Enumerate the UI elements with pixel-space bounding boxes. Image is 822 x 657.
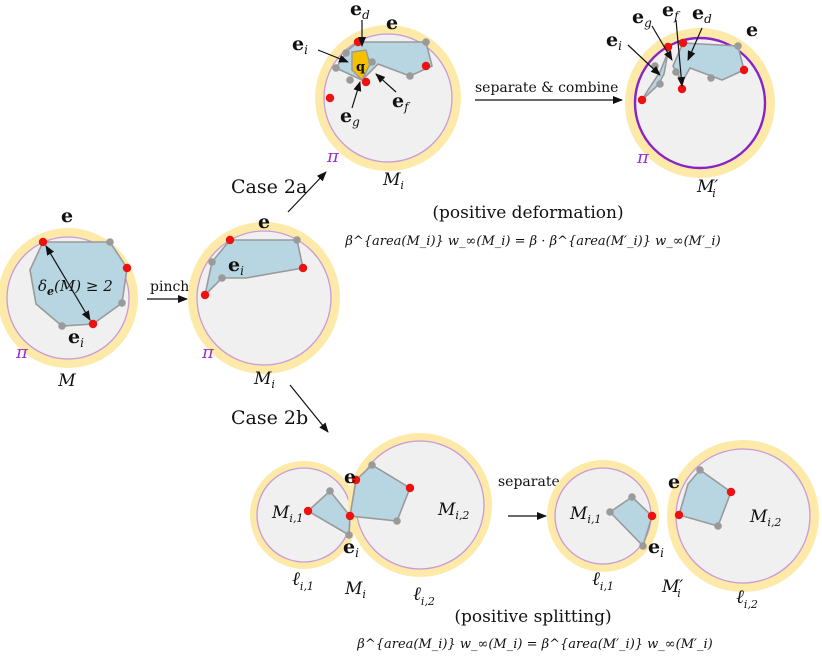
label-ed: ed	[350, 0, 370, 22]
gray-vertex	[368, 58, 376, 66]
red-vertex	[677, 84, 687, 94]
red-vertex	[353, 37, 363, 47]
disk-Mi1-prime	[547, 460, 659, 572]
label-e-prime: e	[746, 19, 758, 41]
label-q: q	[356, 60, 365, 75]
label-ell-i1: ℓi,1	[292, 568, 314, 593]
label-ell-i2: ℓi,2	[413, 583, 435, 608]
label-ell-i1-prime: ℓi,1	[592, 568, 614, 593]
label-Mi-prime-2b: M′i	[661, 577, 683, 600]
q-region	[351, 49, 371, 82]
pinch-label: pinch	[150, 279, 189, 295]
case-2b-arrow	[289, 384, 329, 433]
gray-vertex	[656, 80, 664, 88]
red-vertex	[38, 237, 48, 247]
red-vertex	[298, 263, 308, 273]
gray-vertex	[734, 42, 742, 50]
positive-deformation-label: (positive deformation)	[432, 203, 623, 223]
label-Mi1-prime: Mi,1	[569, 504, 601, 526]
label-Mi-2b: Mi	[344, 579, 366, 601]
pi-label-case2a: π	[326, 146, 340, 167]
label-eg: eg	[340, 105, 360, 129]
gray-vertex	[406, 72, 414, 80]
gray-vertex	[651, 62, 659, 70]
disk-Mi	[188, 222, 340, 374]
separate-combine-label: separate & combine	[475, 80, 618, 96]
red-vertex	[122, 263, 132, 273]
case-2a-arrow	[287, 171, 327, 213]
gray-vertex	[672, 68, 680, 76]
label-ei-case2a: ei	[292, 33, 308, 57]
red-vertex	[361, 77, 371, 87]
red-vertex	[678, 38, 688, 48]
gray-vertex	[422, 38, 430, 46]
label-Mi2: Mi,2	[437, 500, 469, 522]
pi-label-Mi: π	[201, 342, 215, 363]
red-vertex	[200, 290, 210, 300]
case-2b-label: Case 2b	[231, 407, 308, 429]
gray-vertex	[218, 274, 226, 282]
label-ef: ef	[392, 90, 411, 114]
label-e-Mi: e	[258, 211, 270, 233]
red-vertex	[421, 61, 431, 71]
label-ef-prime: ef	[662, 0, 681, 23]
label-ei-2b: ei	[343, 536, 359, 560]
pi-label-M: π	[15, 342, 29, 363]
separate-label: separate	[498, 474, 560, 490]
disk-Mi-prime-case2a	[625, 19, 775, 178]
label-Mi: Mi	[253, 369, 275, 391]
gray-vertex	[346, 76, 354, 84]
label-e-M: e	[61, 205, 73, 227]
case-2a-label: Case 2a	[231, 176, 307, 198]
label-Mi1: Mi,1	[271, 503, 303, 525]
gray-vertex	[332, 64, 340, 72]
gray-vertex	[707, 74, 715, 82]
label-Mi-prime: M′i	[696, 177, 718, 200]
label-ei-M: ei	[68, 326, 84, 350]
delta-label: δe(M) ≥ 2	[38, 277, 113, 298]
pi-label-prime: π	[636, 147, 650, 168]
label-ei-2b-prime: ei	[648, 536, 664, 560]
red-vertex	[637, 95, 647, 105]
formula-splitting: β^{area(M_i)} w_∞(M_i) = β^{area(M′_i)} …	[356, 637, 712, 652]
red-vertex	[225, 235, 235, 245]
label-e-2b-prime: e	[668, 471, 680, 493]
gray-vertex	[118, 299, 126, 307]
label-ei-Mi: ei	[228, 254, 244, 278]
red-vertex	[663, 42, 673, 52]
label-eg-prime: eg	[632, 6, 652, 30]
polygon-Mi2-prime	[678, 468, 732, 527]
label-ei-prime: ei	[606, 29, 622, 53]
formula-deformation: β^{area(M_i)} w_∞(M_i) = β · β^{area(M′_…	[344, 234, 720, 249]
gray-vertex	[293, 236, 301, 244]
label-e-2b: e	[344, 466, 356, 488]
label-ell-i2-prime: ℓi,2	[736, 586, 758, 611]
disk-Mi-case2a	[315, 20, 461, 171]
red-vertex	[325, 93, 335, 103]
gray-vertex	[58, 322, 66, 330]
label-Mi2-prime: Mi,2	[749, 507, 781, 529]
gray-vertex	[106, 238, 114, 246]
polygon-Mi2	[349, 464, 411, 522]
polygon-Mi	[203, 239, 304, 298]
red-vertex	[739, 65, 749, 75]
gray-vertex	[342, 49, 350, 57]
gray-vertex	[208, 258, 216, 266]
label-M: M	[57, 371, 76, 391]
label-e-case2a: e	[386, 12, 398, 34]
label-Mi-case2a: Mi	[382, 170, 404, 192]
disk-M	[0, 228, 138, 368]
red-vertex	[88, 319, 98, 329]
positive-splitting-label: (positive splitting)	[454, 607, 611, 627]
label-ed-prime: ed	[692, 2, 712, 26]
